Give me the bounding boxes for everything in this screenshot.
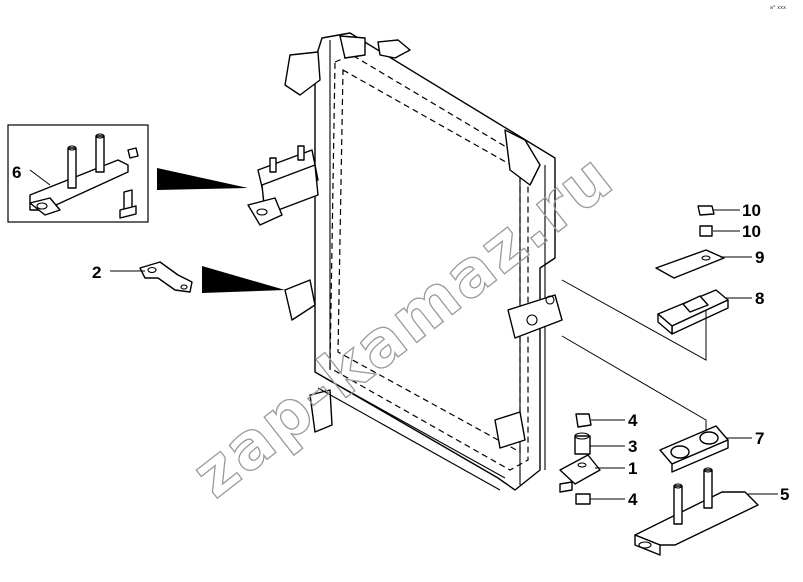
callout-labels: 6 2 4 3 1 4 10 10 9 8 7 5 — [12, 163, 789, 509]
callout-8: 8 — [755, 289, 764, 308]
part-9-plate — [655, 249, 725, 279]
callout-10-top: 10 — [742, 201, 761, 220]
callout-5: 5 — [780, 485, 789, 504]
upper-mounting-bracket — [247, 145, 319, 226]
drawing-code: a° xxx — [770, 5, 786, 11]
part-8-pad — [657, 289, 729, 335]
callout-2: 2 — [92, 263, 101, 282]
callout-7: 7 — [755, 429, 764, 448]
radiator-frame — [284, 32, 563, 491]
part-5-bracket — [634, 467, 759, 556]
callout-3: 3 — [628, 437, 637, 456]
part-4-nut-bottom — [559, 481, 591, 505]
pointer-arrow-lower — [202, 266, 285, 293]
part-10-nuts — [697, 205, 715, 237]
detail-inset-box — [7, 124, 149, 223]
pointer-arrow-upper — [157, 168, 248, 190]
callout-1: 1 — [628, 459, 637, 478]
part-4-nut-top — [575, 413, 592, 428]
callout-6: 6 — [12, 163, 21, 182]
part-3-bushing — [574, 432, 591, 455]
callout-10-bottom: 10 — [742, 222, 761, 241]
part-1-plate — [559, 454, 601, 485]
part-7-cushion — [659, 425, 729, 473]
part-2-bracket — [139, 261, 193, 293]
assembly-lines — [561, 279, 707, 430]
callout-4-bottom: 4 — [628, 490, 638, 509]
callout-9: 9 — [755, 248, 764, 267]
leader-lines — [29, 169, 778, 500]
callout-4-top: 4 — [628, 411, 638, 430]
